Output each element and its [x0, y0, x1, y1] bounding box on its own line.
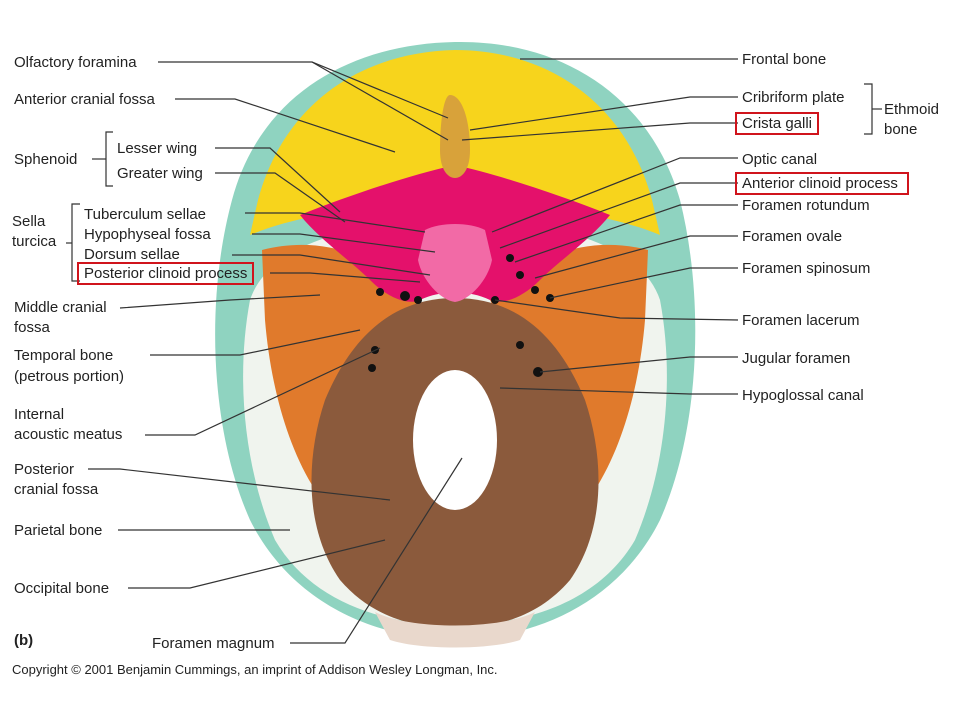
- label-anterior-clinoid-process: Anterior clinoid process: [735, 172, 909, 195]
- label-posterior-clinoid-process: Posterior clinoid process: [76, 262, 255, 285]
- label-internal-acoustic-2: acoustic meatus: [14, 426, 123, 443]
- label-parietal-bone: Parietal bone: [14, 522, 103, 539]
- label-temporal-bone-2: (petrous portion): [14, 368, 125, 385]
- label-jugular-foramen: Jugular foramen: [742, 350, 851, 367]
- label-optic-canal: Optic canal: [742, 151, 818, 168]
- label-greater-wing: Greater wing: [117, 165, 203, 182]
- ethmoid-bracket: [864, 83, 873, 135]
- leader-lines: [88, 58, 739, 644]
- sella-turcica-shape: [418, 224, 492, 302]
- label-sella-turcica-2: turcica: [12, 233, 57, 250]
- label-lesser-wing: Lesser wing: [117, 140, 198, 157]
- label-anterior-cranial-fossa: Anterior cranial fossa: [14, 91, 155, 108]
- label-hypoglossal-canal: Hypoglossal canal: [742, 387, 864, 404]
- panel-letter: (b): [14, 632, 34, 649]
- label-foramen-lacerum: Foramen lacerum: [742, 312, 860, 329]
- label-foramen-magnum: Foramen magnum: [152, 635, 275, 652]
- label-occipital-bone: Occipital bone: [14, 580, 110, 597]
- temporal-bone-left-shape: [262, 244, 420, 485]
- label-hypophyseal-fossa: Hypophyseal fossa: [84, 226, 211, 243]
- label-crista-galli: Crista galli: [734, 112, 820, 135]
- label-olfactory-foramina: Olfactory foramina: [14, 54, 137, 71]
- copyright-notice: Copyright © 2001 Benjamin Cummings, an i…: [12, 662, 498, 677]
- label-sella-turcica-1: Sella: [12, 213, 46, 230]
- occipital-cap: [375, 612, 535, 648]
- label-foramen-spinosum: Foramen spinosum: [742, 260, 871, 277]
- sphenoid-bracket: [105, 131, 113, 187]
- label-foramen-ovale: Foramen ovale: [742, 228, 843, 245]
- foramen-magnum-shape: [413, 370, 497, 510]
- label-tuberculum-sellae: Tuberculum sellae: [84, 206, 206, 223]
- label-dorsum-sellae: Dorsum sellae: [84, 246, 180, 263]
- label-temporal-bone-1: Temporal bone: [14, 347, 114, 364]
- ethmoid-crista-shape: [440, 95, 470, 178]
- label-middle-cranial-fossa-1: Middle cranial: [14, 299, 107, 316]
- label-frontal-bone: Frontal bone: [742, 51, 827, 68]
- label-internal-acoustic-1: Internal: [14, 406, 65, 423]
- label-cribriform-plate: Cribriform plate: [742, 89, 845, 106]
- label-ethmoid-1: Ethmoid: [884, 101, 940, 118]
- label-sphenoid: Sphenoid: [14, 151, 78, 168]
- sella-bracket: [71, 203, 80, 282]
- label-foramen-rotundum: Foramen rotundum: [742, 197, 870, 214]
- label-posterior-cranial-1: Posterior: [14, 461, 75, 478]
- label-middle-cranial-fossa-2: fossa: [14, 319, 50, 336]
- label-ethmoid-2: bone: [884, 121, 918, 138]
- label-posterior-cranial-2: cranial fossa: [14, 481, 99, 498]
